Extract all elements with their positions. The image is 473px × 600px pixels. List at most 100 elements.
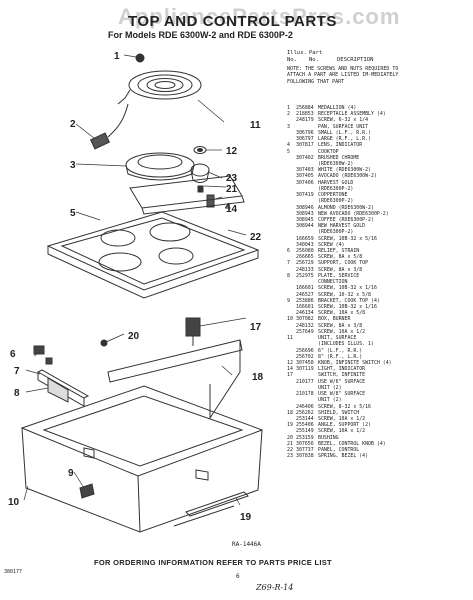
parts-list-row: UNIT (2) bbox=[287, 397, 411, 403]
handwritten-note: Z69-R-14 bbox=[256, 583, 294, 592]
parts-list-row: 307402 BRUSHED CHROME bbox=[287, 155, 411, 161]
infinite-switch-part bbox=[185, 317, 201, 346]
surface-unit-part bbox=[117, 70, 202, 105]
parts-part-no: 307817 bbox=[296, 142, 314, 149]
parts-description: BUSHING bbox=[318, 434, 339, 441]
parts-part-no: 218853 bbox=[296, 111, 314, 118]
parts-description: ALMOND (RDE6300W-2) bbox=[318, 204, 374, 211]
parts-illus-no: 7 bbox=[287, 260, 290, 267]
parts-part-no: 210178 bbox=[296, 391, 314, 398]
parts-description: BRUSHED CHROME bbox=[318, 154, 360, 161]
parts-description: BOX, BURNER bbox=[318, 316, 351, 323]
parts-list-row: (RDE6300W-2) bbox=[287, 161, 411, 167]
ordering-footer: FOR ORDERING INFORMATION REFER TO PARTS … bbox=[94, 558, 332, 567]
parts-description: WHITE (RDE6300W-2) bbox=[318, 167, 371, 174]
callout-2: 2 bbox=[70, 119, 76, 130]
parts-description: COPPERTONE bbox=[318, 192, 348, 199]
callout-4: 4 bbox=[225, 202, 231, 213]
receptacle-part bbox=[89, 103, 129, 150]
parts-illus-no: 4 bbox=[287, 142, 290, 149]
col-illus-no: No. bbox=[287, 57, 297, 63]
parts-description: SCREW, 8A x 5/8 bbox=[318, 254, 363, 261]
strain-relief-part bbox=[33, 345, 53, 365]
parts-part-no: 306796 bbox=[296, 129, 314, 136]
parts-description: USE W/6" SURFACE bbox=[318, 378, 366, 385]
parts-list-row: (RDE6300P-2) bbox=[287, 198, 411, 204]
parts-list-row: CONNECTION bbox=[287, 279, 411, 285]
parts-part-no: 248132 bbox=[296, 322, 314, 329]
page-number: 6 bbox=[236, 573, 240, 580]
parts-part-no: 307082 bbox=[296, 316, 314, 323]
parts-illus-no: 20 bbox=[287, 434, 293, 441]
parts-description: (RDE6300P-2) bbox=[318, 198, 354, 205]
parts-part-no: 307838 bbox=[296, 453, 314, 460]
watermark: AppliancePartsPros.com bbox=[118, 4, 401, 29]
parts-part-no: 256729 bbox=[296, 260, 314, 267]
callout-6: 6 bbox=[10, 349, 16, 360]
callout-20: 20 bbox=[128, 331, 140, 342]
drawing-code: RA-1446A bbox=[232, 541, 261, 548]
parts-description: KNOB, INFINITE SWITCH (4) bbox=[318, 359, 392, 366]
parts-list-row: 246406 SCREW, 8-32 x 5/16 bbox=[287, 404, 411, 410]
parts-part-no: 246406 bbox=[296, 403, 314, 410]
callout-12: 12 bbox=[226, 146, 238, 157]
parts-part-no: 308946 bbox=[296, 204, 314, 211]
parts-description: SWITCH, INFINITE bbox=[318, 372, 366, 379]
parts-illus-no: 5 bbox=[287, 148, 290, 155]
callout-17: 17 bbox=[250, 322, 262, 333]
parts-part-no: 248179 bbox=[296, 117, 314, 124]
parts-list-row: (INCLUDES ILLUS. 1) bbox=[287, 341, 411, 347]
parts-description: RELIEF, STRAIN bbox=[318, 248, 360, 255]
parts-illus-no: 10 bbox=[287, 316, 293, 323]
parts-description: USE W/8" SURFACE bbox=[318, 391, 366, 398]
parts-illus-no: 21 bbox=[287, 440, 293, 447]
control-panel-part bbox=[129, 175, 245, 215]
callout-7: 7 bbox=[14, 366, 20, 377]
parts-part-no: 256262 bbox=[296, 409, 314, 416]
parts-description: COFFEE (RDE6300P-2) bbox=[318, 216, 374, 223]
parts-illus-no: 8 bbox=[287, 272, 290, 279]
support-angle-part bbox=[173, 491, 249, 527]
parts-description: SCREW, 10A x 1/2 bbox=[318, 428, 366, 435]
callout-19: 19 bbox=[240, 512, 252, 523]
callout-18: 18 bbox=[252, 372, 264, 383]
parts-description: UNIT (2) bbox=[318, 384, 342, 391]
col-part-no: No. bbox=[309, 57, 319, 63]
parts-description: SCREW, 10B-32 x 1/16 bbox=[318, 285, 377, 292]
parts-part-no: 307402 bbox=[296, 154, 314, 161]
col-illus: Illus. bbox=[287, 50, 307, 56]
col-part: Part bbox=[309, 50, 323, 56]
parts-part-no: 307406 bbox=[296, 179, 314, 186]
parts-description: BRACKET, COOK TOP (4) bbox=[318, 297, 380, 304]
parts-part-no: 256696 bbox=[296, 347, 314, 354]
parts-description: AVOCADO (RDE6300W-2) bbox=[318, 173, 377, 180]
parts-illus-no: 14 bbox=[287, 366, 293, 373]
parts-illus-no: 1 bbox=[287, 105, 290, 111]
parts-description: 8" (R.F., L.R.) bbox=[318, 353, 363, 360]
parts-description: SCREW, 8-32 x 5/16 bbox=[318, 403, 371, 410]
parts-description: HARVEST GOLD bbox=[318, 179, 354, 186]
parts-part-no: 308945 bbox=[296, 216, 314, 223]
burner-box-part bbox=[20, 385, 264, 533]
parts-description: (RDE6300W-2) bbox=[318, 160, 354, 167]
